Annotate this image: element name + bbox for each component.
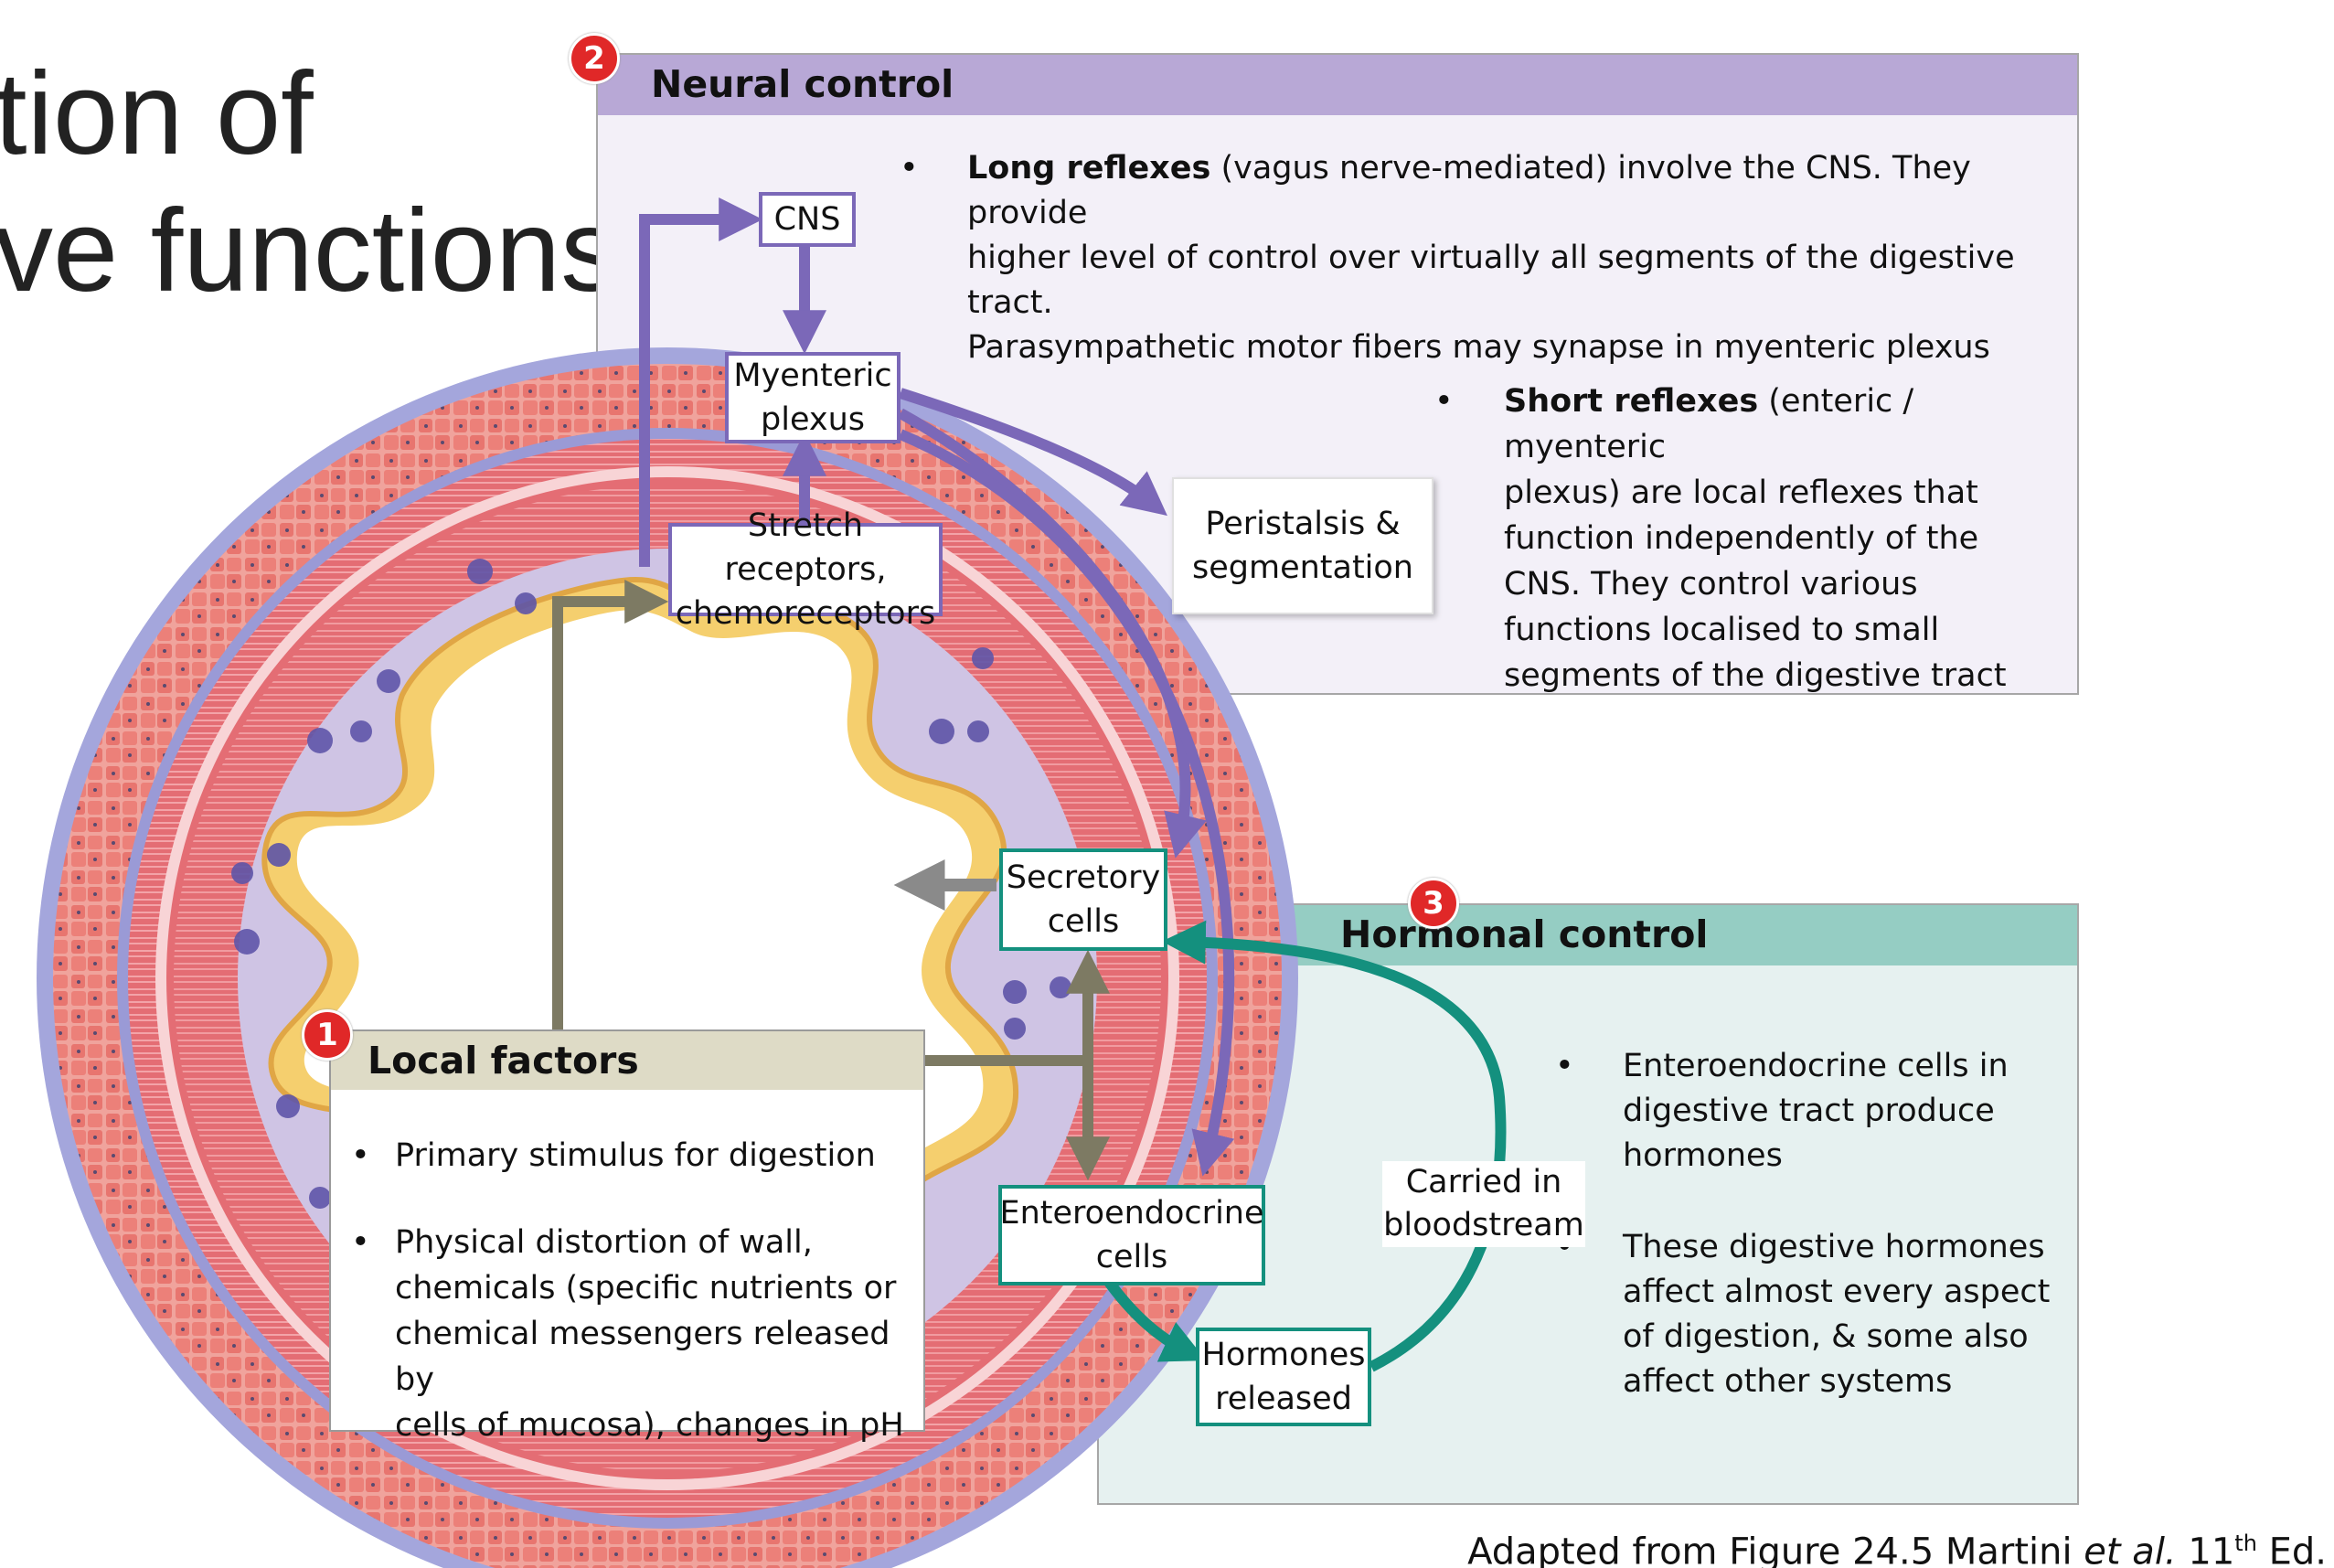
stretch-receptors-node: Stretch receptors, chemoreceptors xyxy=(668,507,943,632)
enteroendocrine-cells-node: Enteroendocrine cells xyxy=(998,1185,1265,1285)
submucosal-glands xyxy=(231,559,1071,1209)
local-factors-title: Local factors xyxy=(331,1031,923,1090)
neural-control-title: Neural control xyxy=(598,55,2077,115)
plexus-to-peristalsis-arrow xyxy=(899,388,1167,517)
local-bullet-2-line-2: chemicals (specific nutrients or xyxy=(395,1270,897,1307)
stretch-label-1: Stretch receptors, xyxy=(724,507,887,588)
hormonal-badge: 3 xyxy=(1408,878,1459,929)
bullet-icon: • xyxy=(1434,383,1454,420)
hormonal-bullet-1-line-2: digestive tract produce xyxy=(1623,1093,1995,1129)
long-reflexes-line-2: higher level of control over virtually a… xyxy=(967,240,2015,321)
bloodstream-label-2: bloodstream xyxy=(1383,1207,1584,1243)
short-reflexes-line-1: (enteric / myenteric xyxy=(1504,383,1914,465)
local-to-receptors-arrow xyxy=(552,580,669,1029)
hormonal-bullet-2-line-2: affect almost every aspect xyxy=(1623,1274,2051,1310)
local-bullet-2: • Physical distortion of wall, chemicals… xyxy=(351,1220,916,1448)
local-bullet-2-line-4: cells of mucosa), changes in pH xyxy=(395,1407,904,1444)
short-reflexes-line-5: functions localised to small xyxy=(1504,612,1940,648)
slide-title-line-2: ve functions xyxy=(0,186,620,316)
bullet-icon: • xyxy=(351,1224,370,1261)
short-reflexes-line-6: segments of the digestive tract xyxy=(1504,657,2007,694)
entero-label-2: cells xyxy=(1095,1239,1168,1275)
long-reflexes-text: • Long reflexes (vagus nerve-mediated) i… xyxy=(900,146,2064,370)
cns-label: CNS xyxy=(773,200,841,238)
hormones-label-1: Hormones xyxy=(1201,1337,1366,1373)
stretch-label-2: chemoreceptors xyxy=(675,595,936,632)
short-reflexes-term: Short reflexes xyxy=(1504,383,1759,420)
figure-caption: Adapted from Figure 24.5 Martini et al. … xyxy=(1467,1520,2327,1568)
local-bullet-2-line-1: Physical distortion of wall, xyxy=(395,1224,813,1261)
bullet-icon: • xyxy=(900,150,919,187)
local-factors-panel: Local factors xyxy=(329,1029,925,1432)
peristalsis-label-1: Peristalsis & xyxy=(1205,506,1401,542)
afferent-to-cns-arrow xyxy=(639,197,763,567)
peristalsis-label-2: segmentation xyxy=(1191,549,1413,586)
hormonal-bullet-2: • These digestive hormones affect almost… xyxy=(1555,1225,2062,1404)
caption-etal: et al. xyxy=(2084,1531,2177,1568)
short-reflexes-line-4: CNS. They control various xyxy=(1504,566,1918,603)
local-bullet-1: • Primary stimulus for digestion xyxy=(351,1134,916,1179)
caption-prefix: Adapted from Figure 24.5 Martini xyxy=(1467,1531,2084,1568)
myenteric-label-2: plexus xyxy=(761,401,865,438)
hormonal-bullet-2-line-4: affect other systems xyxy=(1623,1363,1953,1400)
plexus-to-enteroendocrine-arrow xyxy=(898,429,1235,1177)
entero-label-1: Enteroendocrine xyxy=(999,1195,1264,1232)
caption-superscript: th xyxy=(2234,1531,2257,1556)
peristalsis-node: Peristalsis & segmentation xyxy=(1172,477,1433,614)
bloodstream-arrow xyxy=(1161,920,1507,1372)
caption-edition: 11 xyxy=(2176,1531,2235,1568)
hormones-released-node: Hormones released xyxy=(1196,1328,1371,1426)
bloodstream-label-1: Carried in xyxy=(1405,1164,1562,1200)
slide-title-line-1: tion of xyxy=(0,48,314,179)
hormonal-bullet-2-line-1: These digestive hormones xyxy=(1623,1229,2045,1265)
secretory-cells-node: Secretory cells xyxy=(999,848,1167,951)
bullet-icon: • xyxy=(351,1137,370,1174)
hormonal-bullet-1: • Enteroendocrine cells in digestive tra… xyxy=(1555,1044,2062,1179)
slide-title: tion of ve functions xyxy=(0,46,619,320)
hormonal-bullet-1-line-3: hormones xyxy=(1623,1137,1783,1174)
carried-in-bloodstream-label: Carried in bloodstream xyxy=(1382,1161,1585,1247)
cns-node: CNS xyxy=(759,192,856,247)
secretory-label-2: cells xyxy=(1047,903,1120,940)
myenteric-plexus-node: Myenteric plexus xyxy=(725,352,901,443)
short-reflexes-line-3: function independently of the xyxy=(1504,520,1979,557)
local-badge: 1 xyxy=(302,1009,353,1061)
local-bullet-2-line-3: chemical messengers released by xyxy=(395,1316,890,1398)
neural-badge: 2 xyxy=(569,33,620,84)
long-reflexes-term: Long reflexes xyxy=(967,150,1211,187)
entero-to-hormones-arrow xyxy=(1102,1275,1207,1362)
caption-suffix: Ed. xyxy=(2256,1531,2327,1568)
myenteric-label-1: Myenteric xyxy=(733,357,892,394)
long-reflexes-line-3: Parasympathetic motor fibers may synapse… xyxy=(967,329,1990,366)
short-reflexes-text: • Short reflexes (enteric / myenteric pl… xyxy=(1434,379,2062,699)
hormonal-bullet-2-line-3: of digestion, & some also xyxy=(1623,1318,2029,1355)
short-reflexes-line-2: plexus) are local reflexes that xyxy=(1504,475,1978,511)
hormones-label-2: released xyxy=(1215,1381,1352,1417)
hormonal-bullet-1-line-1: Enteroendocrine cells in xyxy=(1623,1048,2009,1084)
secretory-label-1: Secretory xyxy=(1006,859,1161,896)
local-bullet-1-line-1: Primary stimulus for digestion xyxy=(395,1137,876,1174)
bullet-icon: • xyxy=(1555,1048,1574,1084)
long-reflexes-line-1: (vagus nerve-mediated) involve the CNS. … xyxy=(967,150,1971,231)
